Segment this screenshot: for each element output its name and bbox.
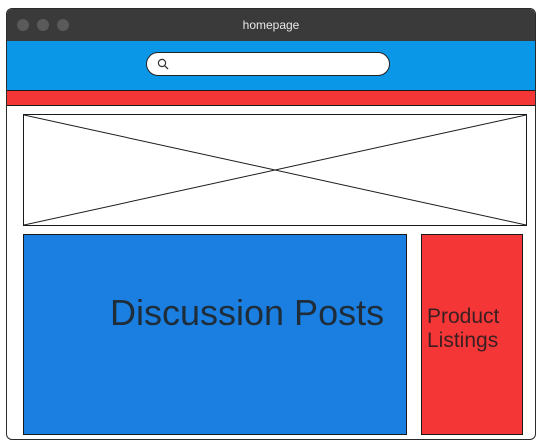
minimize-window-icon[interactable]	[37, 19, 49, 31]
title-bar: homepage	[7, 9, 535, 41]
image-placeholder-icon	[24, 115, 526, 225]
hero-image-placeholder	[23, 114, 527, 226]
discussion-posts-label: Discussion Posts	[110, 292, 385, 333]
site-header	[7, 41, 535, 90]
nav-banner	[7, 90, 535, 106]
close-window-icon[interactable]	[17, 19, 29, 31]
window-title: homepage	[242, 18, 300, 32]
search-input[interactable]	[146, 52, 390, 76]
product-listings-label: Product Listings	[427, 305, 500, 352]
maximize-window-icon[interactable]	[57, 19, 69, 31]
discussion-posts-panel[interactable]: Discussion Posts	[23, 234, 407, 435]
search-icon	[157, 58, 169, 70]
browser-window: homepage Discussion Posts Product Listin…	[6, 8, 536, 440]
product-listings-panel[interactable]: Product Listings	[421, 234, 523, 435]
